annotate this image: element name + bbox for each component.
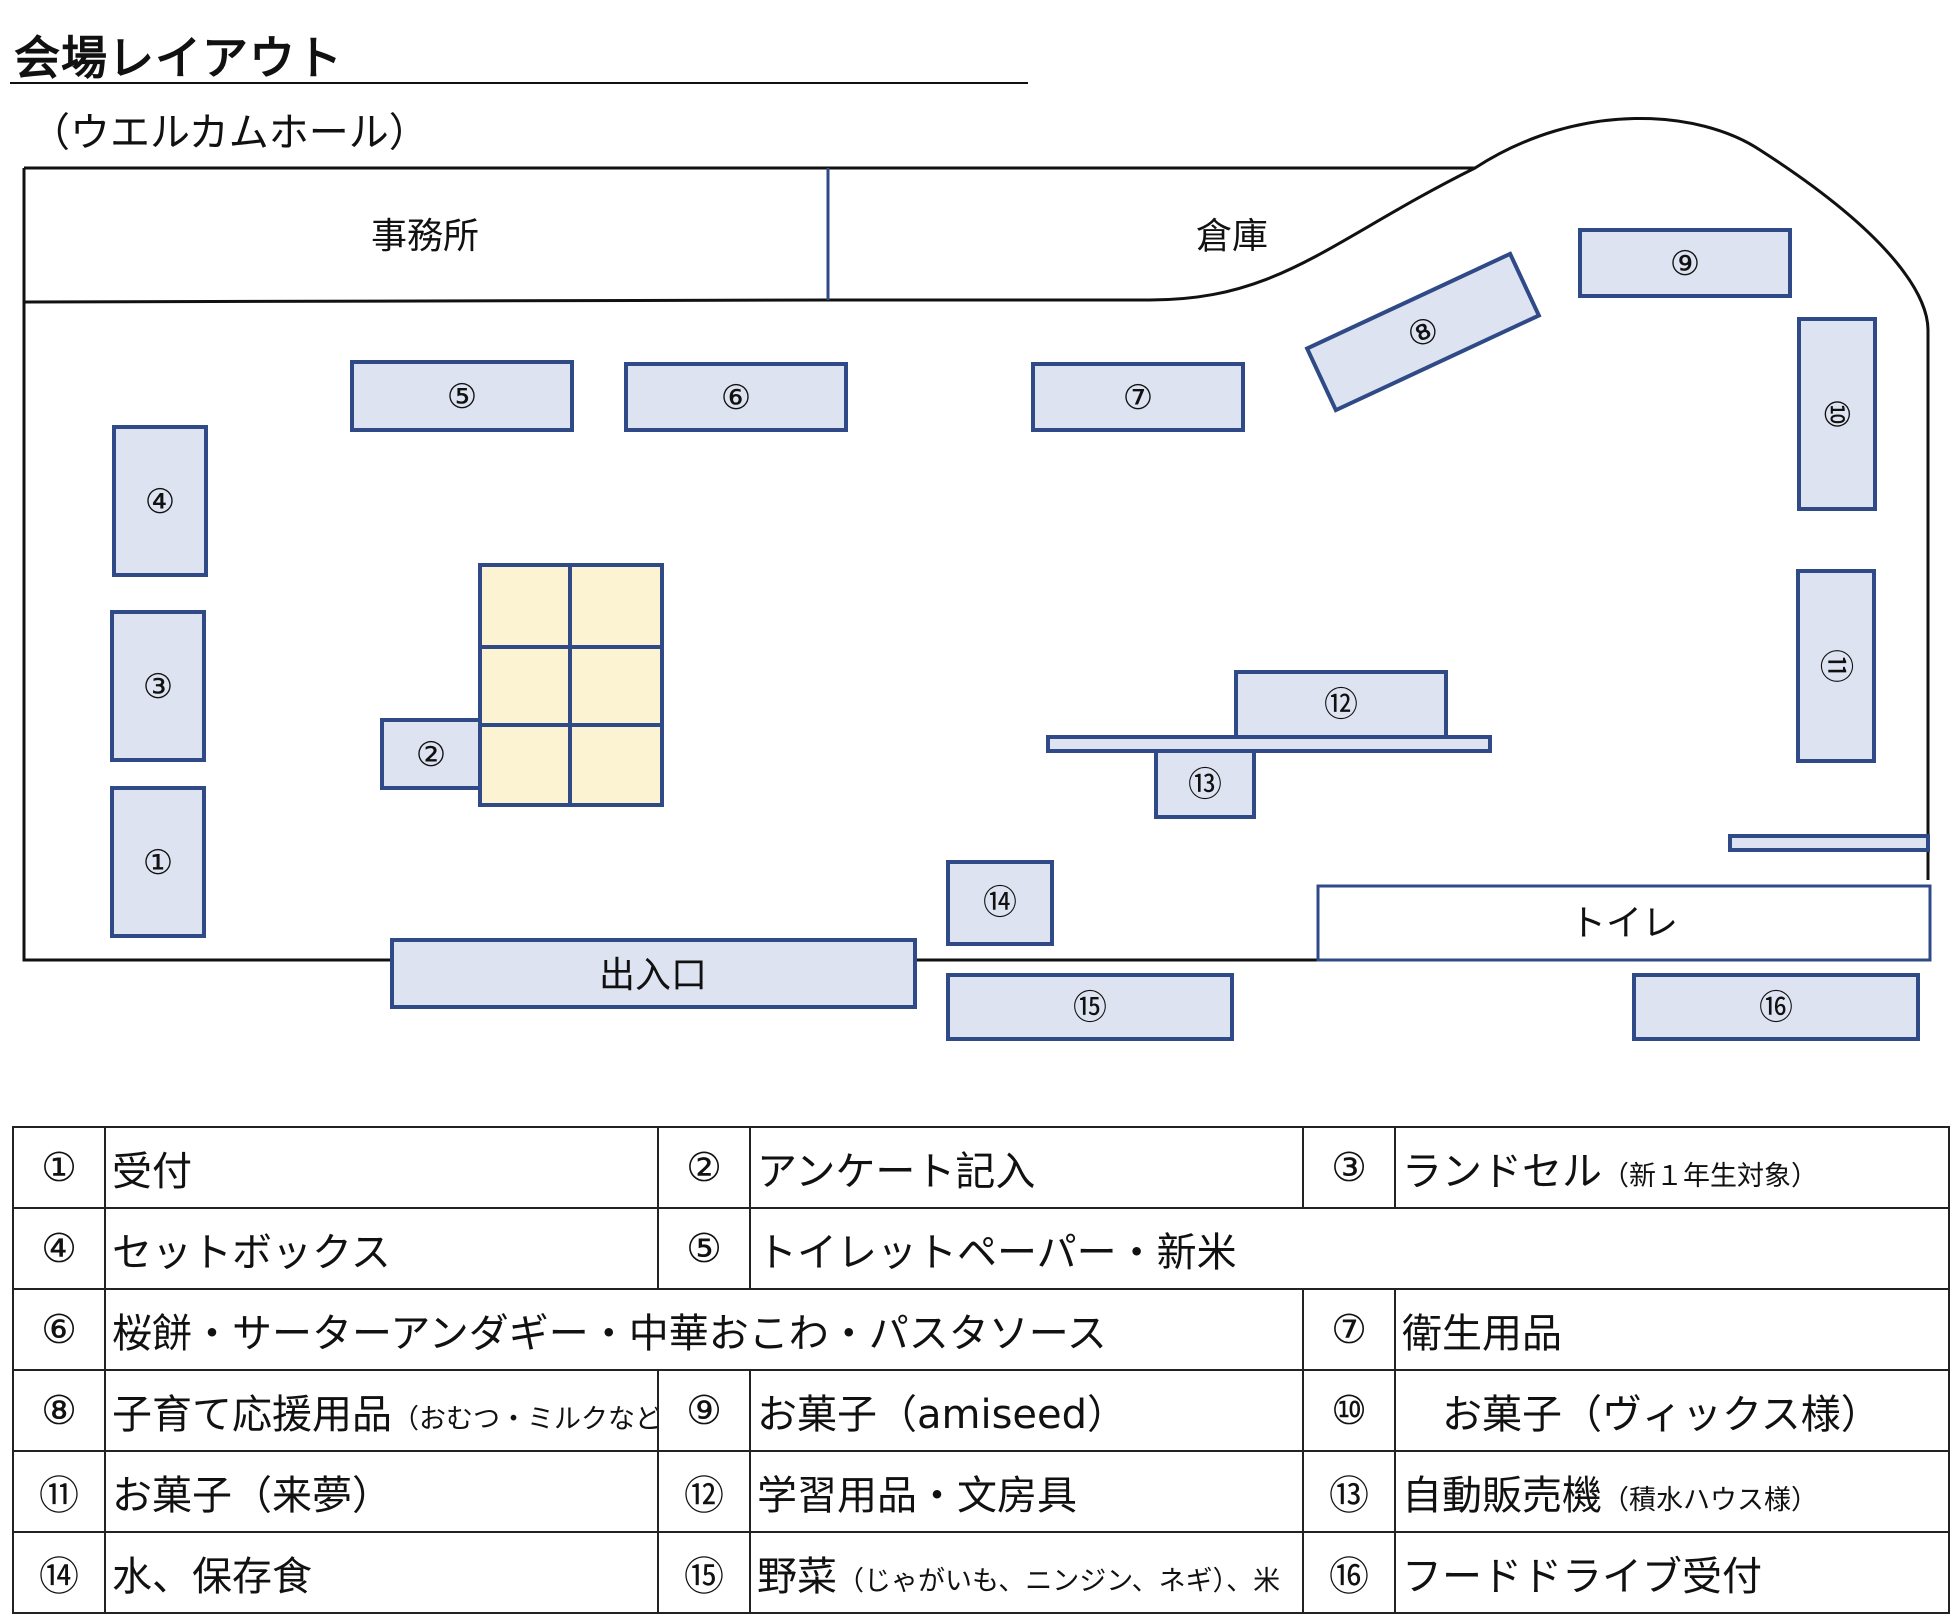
- legend-row: ⑧ 子育て応援用品（おむつ・ミルクなど） ⑨ お菓子（amiseed） ⑩ お菓…: [12, 1369, 1950, 1452]
- booth-10-label: ⑩: [1816, 399, 1856, 429]
- booth-2: [380, 718, 482, 790]
- booth-1-label: ①: [143, 843, 173, 883]
- legend-note: （新１年生対象）: [1602, 1160, 1818, 1192]
- legend-label: アンケート記入: [749, 1126, 1304, 1209]
- legend-row: ⑪ お菓子（来夢） ⑫ 学習用品・文房具 ⑬ 自動販売機（積水ハウス様）: [12, 1450, 1950, 1533]
- booth-15: [946, 973, 1234, 1041]
- legend-number: ⑪: [12, 1450, 106, 1533]
- booth-14: [946, 860, 1054, 946]
- legend-number: ①: [12, 1126, 106, 1209]
- legend-label: 水、保存食: [104, 1531, 659, 1614]
- legend-number: ④: [12, 1207, 106, 1290]
- booth-15-label: ⑮: [1073, 988, 1107, 1028]
- booth-11-rect: [1796, 569, 1876, 763]
- table-strip: [1046, 735, 1492, 753]
- legend-number: ⑦: [1302, 1288, 1396, 1371]
- legend-number: ③: [1302, 1126, 1396, 1209]
- legend-number: ⑥: [12, 1288, 106, 1371]
- legend-note: （じゃがいも、ニンジン、ネギ）、米: [837, 1565, 1281, 1597]
- legend-row: ① 受付 ② アンケート記入 ③ ランドセル（新１年生対象）: [12, 1126, 1950, 1209]
- page-subtitle: （ウエルカムホール）: [30, 110, 429, 156]
- seat-cell: [568, 723, 664, 807]
- legend-label: フードドライブ受付: [1394, 1531, 1950, 1614]
- legend-number: ⑯: [1302, 1531, 1396, 1614]
- office-label: 事務所: [371, 216, 479, 257]
- booth-11: ⑪: [1796, 569, 1876, 763]
- booth-8-rect: [1304, 251, 1542, 413]
- booth-1: [110, 786, 206, 938]
- entrance: [390, 938, 917, 1009]
- legend-label: 学習用品・文房具: [749, 1450, 1304, 1533]
- entrance-label: 出入口: [599, 955, 707, 996]
- toilet-room: [1316, 884, 1932, 962]
- legend-number: ⑩: [1302, 1369, 1396, 1452]
- legend-note: （おむつ・ミルクなど）: [392, 1403, 656, 1435]
- legend-number: ②: [657, 1126, 751, 1209]
- booth-6: [624, 362, 848, 432]
- seat-cell: [568, 645, 664, 727]
- storage-label: 倉庫: [1196, 216, 1268, 257]
- booth-12-label: ⑫: [1324, 685, 1358, 725]
- legend-label: お菓子（来夢）: [104, 1450, 659, 1533]
- hall-outline-bottom: [22, 168, 392, 962]
- legend-number: ⑮: [657, 1531, 751, 1614]
- booth-9: [1578, 228, 1792, 298]
- booth-13: [1154, 749, 1256, 819]
- legend-label: 子育て応援用品（おむつ・ミルクなど）: [104, 1369, 659, 1452]
- booth-3: [110, 610, 206, 762]
- legend-label: 野菜（じゃがいも、ニンジン、ネギ）、米: [749, 1531, 1304, 1614]
- legend-row: ⑥ 桜餅・サーターアンダギー・中華おこわ・パスタソース ⑦ 衛生用品: [12, 1288, 1950, 1371]
- legend-number: ⑧: [12, 1369, 106, 1452]
- booth-3-label: ③: [143, 667, 173, 707]
- legend-table: ① 受付 ② アンケート記入 ③ ランドセル（新１年生対象） ④ セットボックス…: [12, 1126, 1950, 1614]
- legend-number: ⑨: [657, 1369, 751, 1452]
- legend-number: ⑬: [1302, 1450, 1396, 1533]
- legend-label: 桜餅・サーターアンダギー・中華おこわ・パスタソース: [104, 1288, 1304, 1371]
- booth-5: [350, 360, 574, 432]
- partition-strip: [1728, 834, 1930, 852]
- hall-outline: [24, 117, 1930, 880]
- legend-row: ⑭ 水、保存食 ⑮ 野菜（じゃがいも、ニンジン、ネギ）、米 ⑯ フードドライブ受…: [12, 1531, 1950, 1614]
- booth-10: ⑩: [1797, 317, 1877, 511]
- booth-2-label: ②: [416, 735, 446, 775]
- booth-16-label: ⑯: [1759, 988, 1793, 1028]
- toilet-label: トイレ: [1570, 903, 1678, 944]
- booth-12: [1234, 670, 1448, 739]
- seat-cell: [478, 645, 572, 727]
- legend-label: ランドセル（新１年生対象）: [1394, 1126, 1950, 1209]
- legend-number: ⑭: [12, 1531, 106, 1614]
- seat-cell: [478, 723, 572, 807]
- legend-number: ⑤: [657, 1207, 751, 1290]
- page-title: 会場レイアウト: [14, 31, 343, 85]
- booth-11-label: ⑪: [1815, 649, 1855, 683]
- booth-6-label: ⑥: [721, 378, 751, 418]
- booth-16: [1632, 973, 1920, 1041]
- legend-note: （積水ハウス様）: [1602, 1484, 1818, 1516]
- booth-4-label: ④: [145, 482, 175, 522]
- booth-10-rect: [1797, 317, 1877, 511]
- legend-label: 衛生用品: [1394, 1288, 1950, 1371]
- booth-7: [1031, 362, 1245, 432]
- legend-label: お菓子（ヴィックス様）: [1394, 1369, 1950, 1452]
- seat-cell: [568, 563, 664, 649]
- floor-map: 事務所 倉庫 トイレ 出入口 ① ② ③ ④ ⑤ ⑥ ⑦ ⑧ ⑨ ⑩ ⑪ ⑫ ⑬: [22, 117, 1932, 1041]
- office-storage-wall: [23, 166, 1476, 304]
- booth-14-label: ⑭: [983, 883, 1017, 923]
- legend-number: ⑫: [657, 1450, 751, 1533]
- legend-label: セットボックス: [104, 1207, 659, 1290]
- legend-row: ④ セットボックス ⑤ トイレットペーパー・新米: [12, 1207, 1950, 1290]
- legend-label: トイレットペーパー・新米: [749, 1207, 1950, 1290]
- title-underline: [10, 82, 1028, 84]
- booth-4: [112, 425, 208, 577]
- legend-label: 受付: [104, 1126, 659, 1209]
- legend-label: お菓子（amiseed）: [749, 1369, 1304, 1452]
- booth-5-label: ⑤: [447, 377, 477, 417]
- booth-9-label: ⑨: [1670, 244, 1700, 284]
- booth-13-label: ⑬: [1188, 765, 1222, 805]
- booth-7-label: ⑦: [1123, 378, 1153, 418]
- legend-label: 自動販売機（積水ハウス様）: [1394, 1450, 1950, 1533]
- booth-8: ⑧: [1304, 251, 1542, 413]
- seat-cell: [478, 563, 572, 649]
